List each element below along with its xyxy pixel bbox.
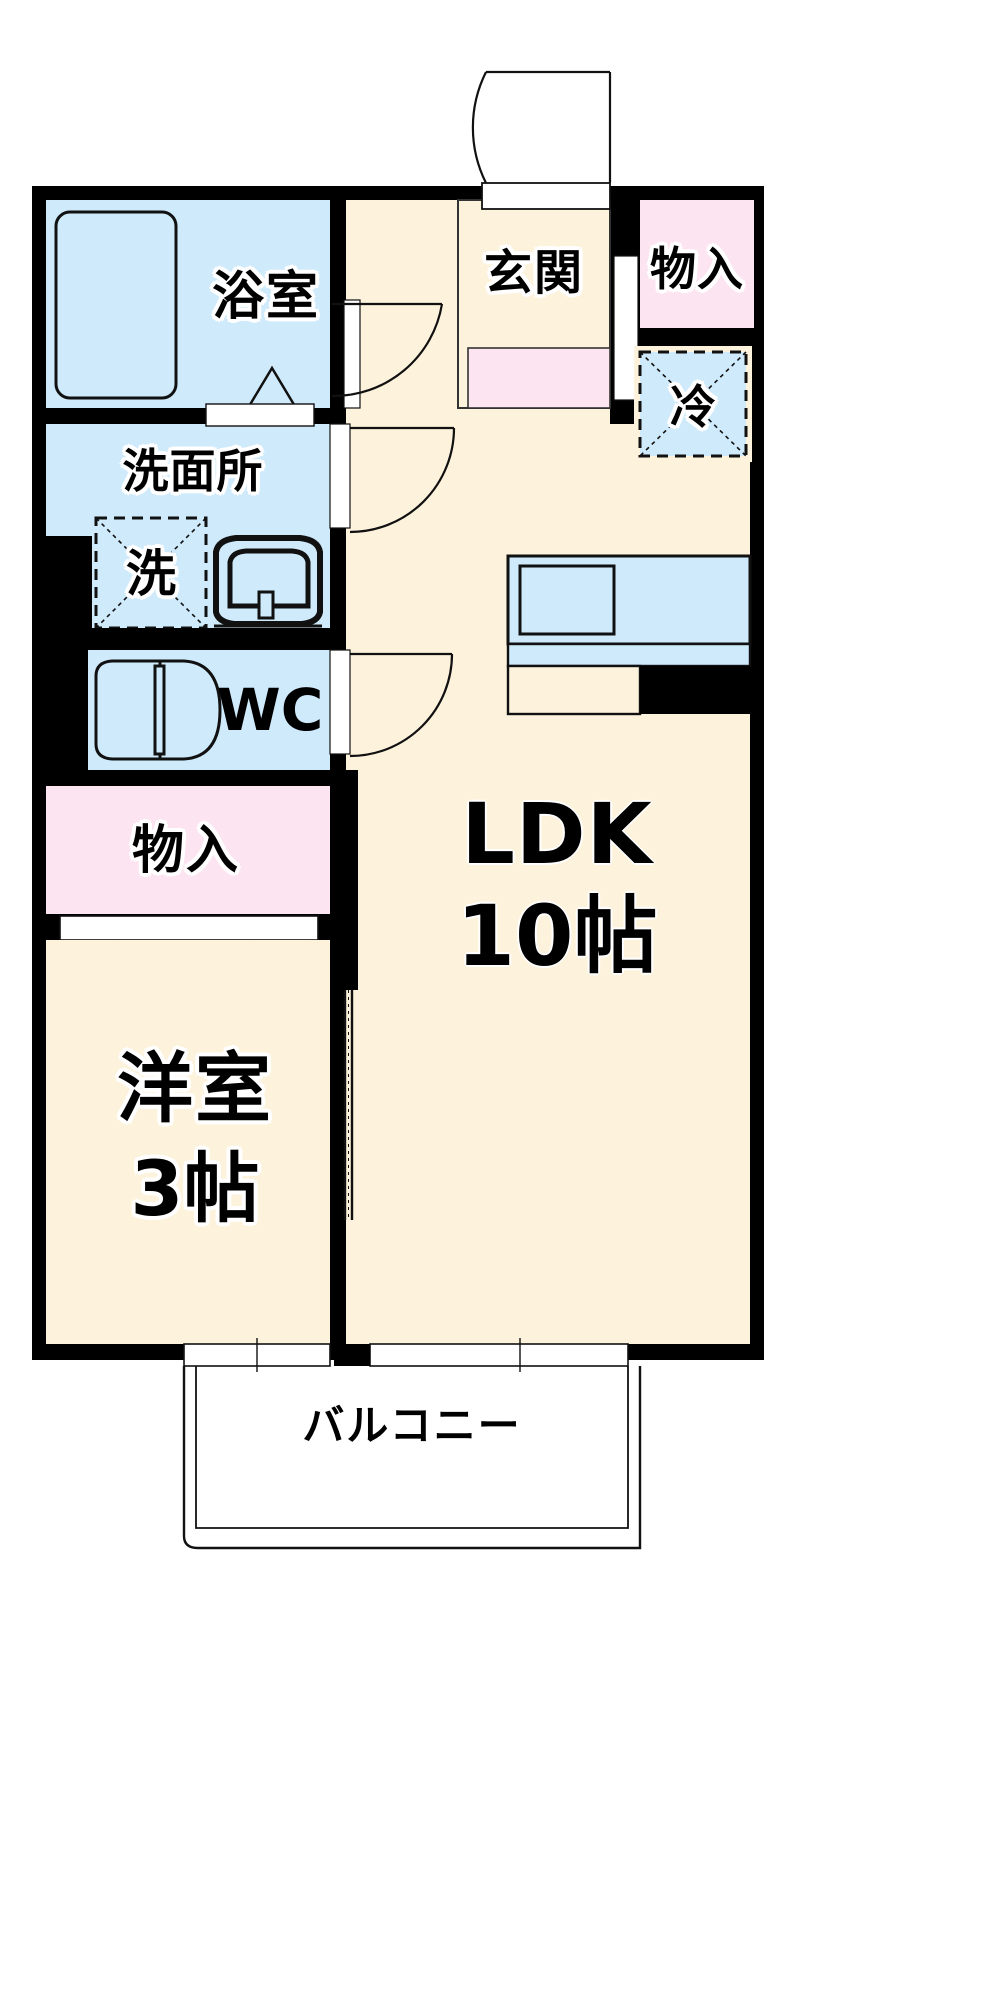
bedroom-ldk-sliding-partition (343, 990, 354, 1220)
toilet-bowl-fixture (94, 659, 222, 761)
room-toilet (88, 650, 330, 770)
vanity-sink-fixture (213, 535, 323, 628)
bottom-windows (183, 1338, 629, 1372)
entrance-door (471, 70, 612, 210)
room-closet-bedroom (46, 786, 330, 985)
room-washroom (46, 424, 330, 630)
bath-door-opening (205, 403, 315, 427)
wc-door-arc (349, 652, 454, 758)
balcony-outline (182, 1366, 642, 1550)
hall-door-bath-side (331, 299, 444, 409)
wall-closet-ldk (330, 770, 358, 990)
door-jamb-washroom (329, 423, 351, 529)
door-jamb-wc (329, 649, 351, 755)
closet-door-band (59, 915, 319, 941)
wall-left-jog (32, 536, 92, 650)
room-entrance (457, 199, 611, 409)
wall-washroom-wc (32, 628, 330, 650)
refrigerator-fixture (634, 346, 752, 462)
kitchen-sink-basin (518, 564, 616, 636)
room-closet-entrance (640, 200, 754, 328)
genkan-step (467, 347, 611, 409)
bathtub-fixture (54, 210, 178, 400)
room-bath (46, 200, 330, 410)
room-bedroom (46, 940, 330, 1344)
kitchen-counter-fixture (506, 554, 752, 716)
washroom-door-arc (349, 426, 456, 534)
washing-machine-fixture (94, 516, 208, 630)
